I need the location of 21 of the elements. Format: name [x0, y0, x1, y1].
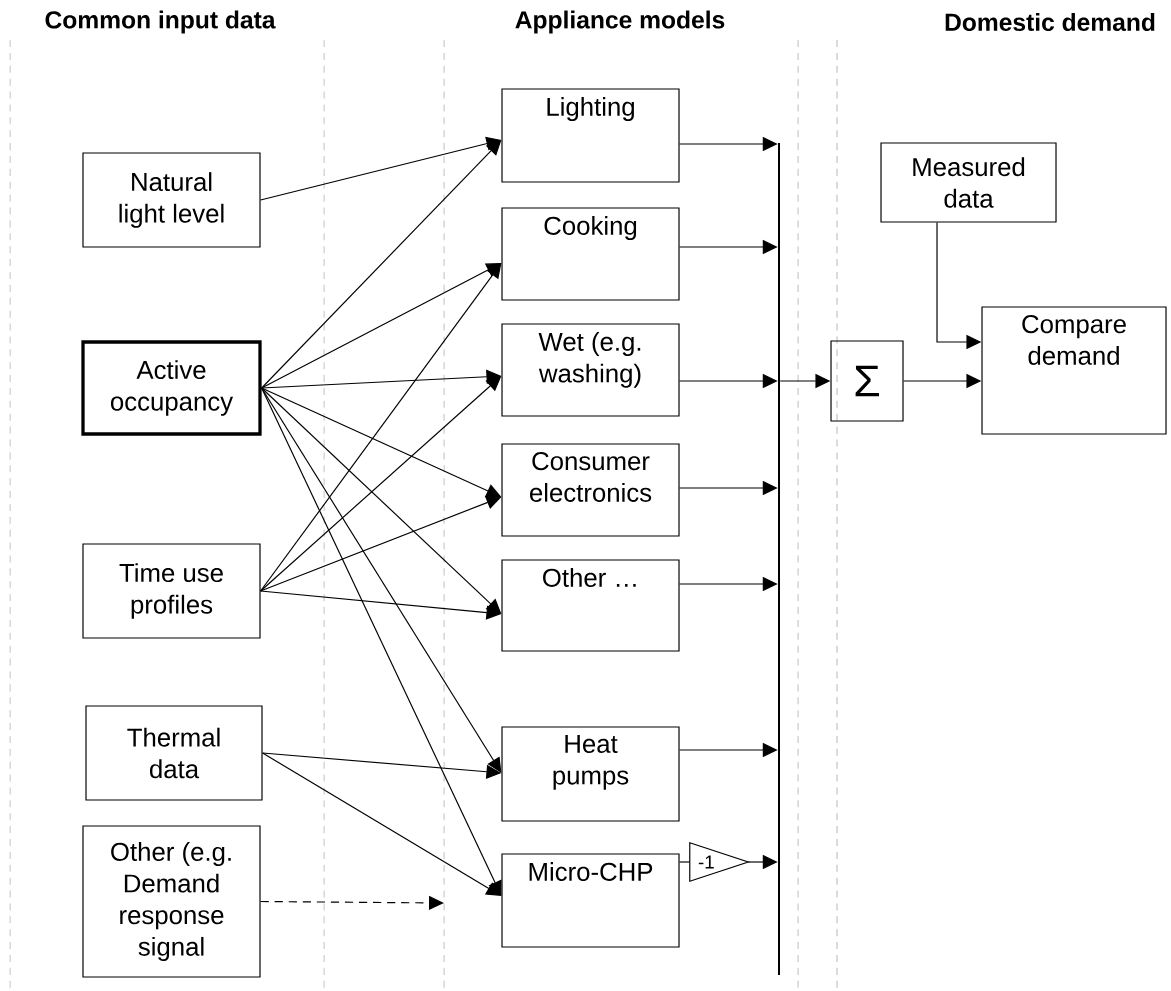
compare-box: Compare demand	[981, 306, 1167, 435]
model-box: Consumer electronics	[501, 443, 680, 537]
data-box: Measured data	[880, 142, 1057, 223]
input-box: Time use profiles	[82, 543, 261, 639]
input-box: Natural light level	[82, 152, 261, 248]
column-heading: Domestic demand	[945, 12, 1155, 32]
model-box: Micro-CHP	[501, 853, 680, 948]
model-box: Other …	[501, 559, 680, 652]
model-box: Cooking	[501, 207, 680, 301]
sum-block: Σ	[830, 340, 904, 422]
column-heading: Common input data	[45, 10, 276, 34]
model-box: Wet (e.g. washing)	[501, 323, 680, 417]
model-box: Heat pumps	[501, 726, 680, 822]
input-box: Thermal data	[85, 705, 263, 801]
model-box: Lighting	[501, 88, 680, 183]
arrow	[261, 387, 502, 896]
arrow	[261, 140, 502, 389]
connector-line	[679, 861, 691, 863]
input-box: Active occupancy	[81, 340, 262, 436]
input-box: Other (e.g. Demand response signal	[82, 825, 261, 978]
column-heading: Appliance models	[515, 10, 725, 34]
